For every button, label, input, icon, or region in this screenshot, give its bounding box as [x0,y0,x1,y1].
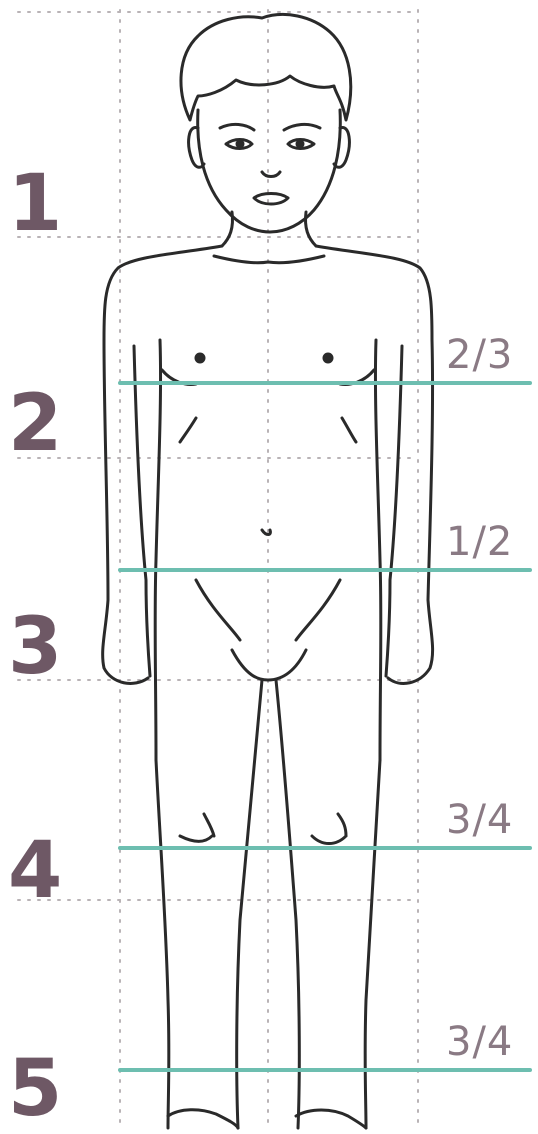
fraction-label-knee: 3/4 [446,800,513,840]
neck [222,212,233,246]
collar [214,256,324,263]
right-brow [284,124,320,130]
mouth [254,194,288,205]
left-brow [220,124,254,130]
hair [181,14,351,120]
head-label-2: 2 [8,385,62,463]
right-nipple [324,354,332,362]
right-arm-inner [386,346,402,676]
neck-right [305,212,316,246]
left-foot [168,1110,238,1128]
torso-right [375,340,380,760]
groin [232,650,306,680]
left-nipple [196,354,204,362]
fraction-label-navel: 1/2 [446,522,513,562]
left-arm-inner [134,346,150,676]
navel [262,530,270,535]
right-foot [296,1110,366,1128]
head-label-5: 5 [8,1050,62,1128]
right-knee [312,814,346,844]
head-label-3: 3 [8,608,62,686]
right-shoulder [316,246,432,340]
fraction-label-ankle: 3/4 [446,1022,513,1062]
torso-left [155,340,160,760]
right-leg-inner [276,680,299,1128]
fraction-label-chest: 2/3 [446,335,513,375]
nose [262,172,280,177]
left-shoulder [104,246,222,340]
guide-lines [120,383,530,1070]
left-leg-outer [156,760,169,1128]
left-knee [180,814,214,841]
right-leg-outer [365,760,380,1128]
head-label-4: 4 [8,832,62,910]
head-label-1: 1 [8,165,62,243]
left-leg-inner [237,680,262,1128]
